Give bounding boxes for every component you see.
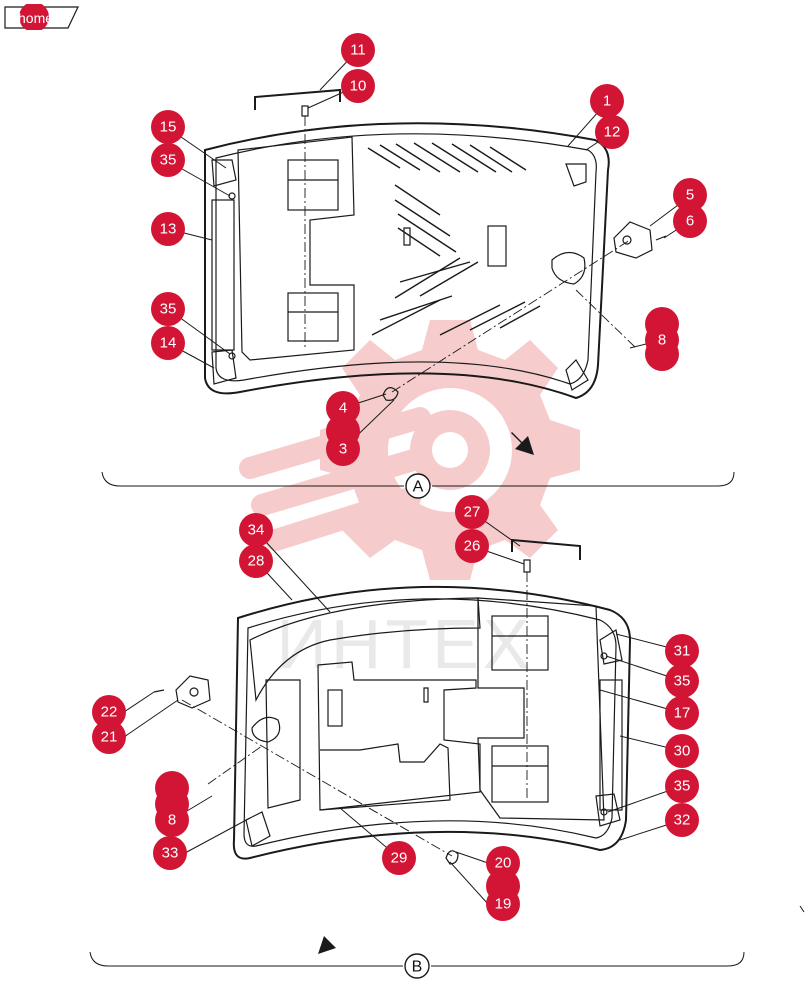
callout-11[interactable]: 11 bbox=[341, 33, 375, 67]
callout-label: 33 bbox=[162, 845, 179, 862]
callout-33[interactable]: 33 bbox=[153, 836, 187, 870]
callout-27[interactable]: 27 bbox=[455, 495, 489, 529]
callout-21[interactable]: 21 bbox=[92, 720, 126, 754]
callout-5[interactable]: 5 bbox=[673, 178, 707, 212]
callout-label: 30 bbox=[674, 743, 691, 760]
callout-35[interactable]: 35 bbox=[151, 143, 185, 177]
callout-28[interactable]: 28 bbox=[239, 544, 273, 578]
home-button[interactable]: home bbox=[4, 4, 80, 30]
home-tab-shape bbox=[4, 4, 79, 30]
callout-label: 21 bbox=[101, 729, 118, 746]
callout-32[interactable]: 32 bbox=[665, 803, 699, 837]
callout-31[interactable]: 31 bbox=[665, 634, 699, 668]
callout-label: 8 bbox=[658, 332, 666, 349]
callout-label: 8 bbox=[168, 812, 176, 829]
section-a-label: A bbox=[413, 479, 424, 496]
callout-label: 4 bbox=[339, 400, 347, 417]
callout-label: 27 bbox=[464, 504, 481, 521]
callout-19[interactable]: 19 bbox=[486, 887, 520, 921]
callout-13[interactable]: 13 bbox=[151, 212, 185, 246]
callout-label: 34 bbox=[248, 522, 265, 539]
callout-35[interactable]: 35 bbox=[665, 664, 699, 698]
callout-label: 1 bbox=[603, 93, 611, 110]
panel-a bbox=[204, 88, 667, 455]
callout-label: 3 bbox=[339, 441, 347, 458]
callout-label: 13 bbox=[160, 221, 177, 238]
callout-label: 12 bbox=[604, 124, 621, 141]
callout-label: 14 bbox=[160, 335, 177, 352]
corner-mark bbox=[799, 905, 805, 913]
callout-3[interactable]: 3 bbox=[326, 432, 360, 466]
callout-label: 22 bbox=[101, 704, 118, 721]
home-label: home bbox=[18, 10, 54, 26]
callout-label: 28 bbox=[248, 553, 265, 570]
callout-30[interactable]: 30 bbox=[665, 734, 699, 768]
callout-label: 35 bbox=[160, 301, 177, 318]
callout-label: 35 bbox=[160, 152, 177, 169]
watermark-logo bbox=[239, 320, 580, 580]
callout-label: 19 bbox=[495, 896, 512, 913]
callout-1[interactable]: 1 bbox=[590, 84, 624, 118]
callout-22[interactable]: 22 bbox=[92, 695, 126, 729]
direction-arrow-icon bbox=[511, 432, 534, 455]
callout-label: 26 bbox=[464, 538, 481, 555]
callout-15[interactable]: 15 bbox=[151, 110, 185, 144]
panel-b bbox=[153, 538, 632, 954]
callout-label: 35 bbox=[674, 778, 691, 795]
callout-8[interactable]: 8 bbox=[645, 323, 679, 357]
callout-label: 11 bbox=[350, 42, 366, 59]
section-b-bracket: B bbox=[89, 951, 745, 979]
callout-17[interactable]: 17 bbox=[665, 696, 699, 730]
callout-label: 15 bbox=[160, 119, 177, 136]
callout-10[interactable]: 10 bbox=[341, 69, 375, 103]
callout-14[interactable]: 14 bbox=[151, 326, 185, 360]
callout-8[interactable]: 8 bbox=[155, 803, 189, 837]
callout-label: 35 bbox=[674, 673, 691, 690]
vent-hatching-a bbox=[367, 142, 541, 336]
callout-label: 29 bbox=[391, 850, 408, 867]
callout-label: 32 bbox=[674, 812, 691, 829]
section-a-bracket: A bbox=[101, 471, 735, 499]
callout-label: 6 bbox=[686, 213, 694, 230]
section-b-label: B bbox=[412, 959, 423, 976]
direction-arrow-icon bbox=[318, 932, 340, 954]
callout-26[interactable]: 26 bbox=[455, 529, 489, 563]
callout-label: 5 bbox=[686, 187, 694, 204]
callout-label: 20 bbox=[495, 855, 512, 872]
callout-6[interactable]: 6 bbox=[673, 204, 707, 238]
callout-label: 17 bbox=[674, 705, 691, 722]
callout-label: 10 bbox=[350, 78, 367, 95]
callout-35[interactable]: 35 bbox=[665, 769, 699, 803]
callout-35[interactable]: 35 bbox=[151, 292, 185, 326]
callout-label: 31 bbox=[674, 643, 691, 660]
callout-29[interactable]: 29 bbox=[382, 841, 416, 875]
callout-34[interactable]: 34 bbox=[239, 513, 273, 547]
callout-12[interactable]: 12 bbox=[595, 115, 629, 149]
